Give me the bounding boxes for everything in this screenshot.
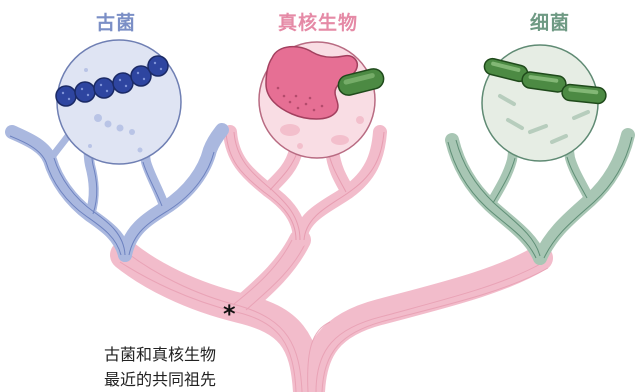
bacteria-title: 细菌 [530,8,570,35]
common-ancestor-marker: * [223,300,236,328]
bacteria-cell [482,45,607,161]
eukaryote-title: 真核生物 [278,8,358,35]
eukaryote-cell [259,42,386,158]
caption-line-1: 古菌和真核生物 [104,341,216,365]
archaea-title: 古菌 [96,8,136,35]
caption-line-2: 最近的共同祖先 [104,366,216,390]
archaea-cell [56,40,181,164]
